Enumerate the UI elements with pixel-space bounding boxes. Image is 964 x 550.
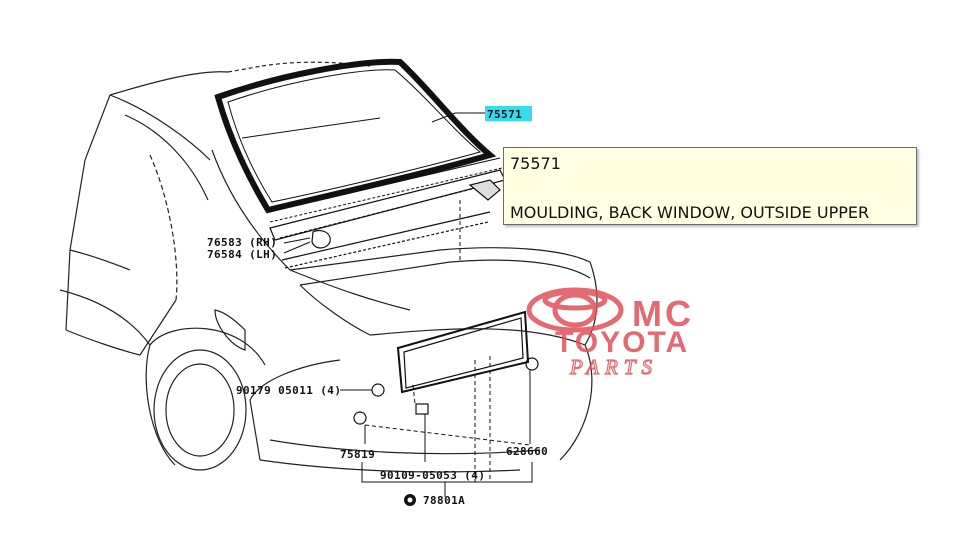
label-78801a[interactable]: 78801A	[423, 494, 465, 507]
watermark-line1: MC	[632, 293, 694, 334]
clip-parts	[311, 229, 539, 425]
label-90179-05011[interactable]: 90179 05011 (4)	[236, 384, 341, 397]
watermark-line3: PARTS	[569, 355, 658, 379]
moulding-strip	[269, 169, 506, 269]
tooltip-part-description: MOULDING, BACK WINDOW, OUTSIDE UPPER	[510, 203, 870, 222]
assembly-icon	[404, 494, 416, 506]
label-90109-05053[interactable]: 90109-05053 (4)	[380, 469, 485, 482]
part-tooltip: 75571 MOULDING, BACK WINDOW, OUTSIDE UPP…	[503, 147, 917, 225]
label-75819[interactable]: 75819	[340, 448, 375, 461]
watermark-line2: TOYOTA	[555, 326, 689, 359]
label-75571[interactable]: 75571	[487, 108, 522, 121]
toyota-logo-icon	[526, 287, 624, 333]
tooltip-part-code: 75571	[510, 154, 561, 173]
label-628660[interactable]: 628660	[506, 445, 548, 458]
watermark: MC TOYOTA PARTS	[526, 287, 694, 380]
rear-garnish	[396, 310, 530, 394]
car-body-outline	[59, 61, 598, 473]
label-76584-lh[interactable]: 76584 (LH)	[207, 248, 277, 261]
back-window	[214, 58, 503, 223]
leader-lines	[283, 112, 533, 497]
highlight-75571	[485, 106, 532, 121]
label-76583-rh[interactable]: 76583 (RH)	[207, 236, 277, 249]
